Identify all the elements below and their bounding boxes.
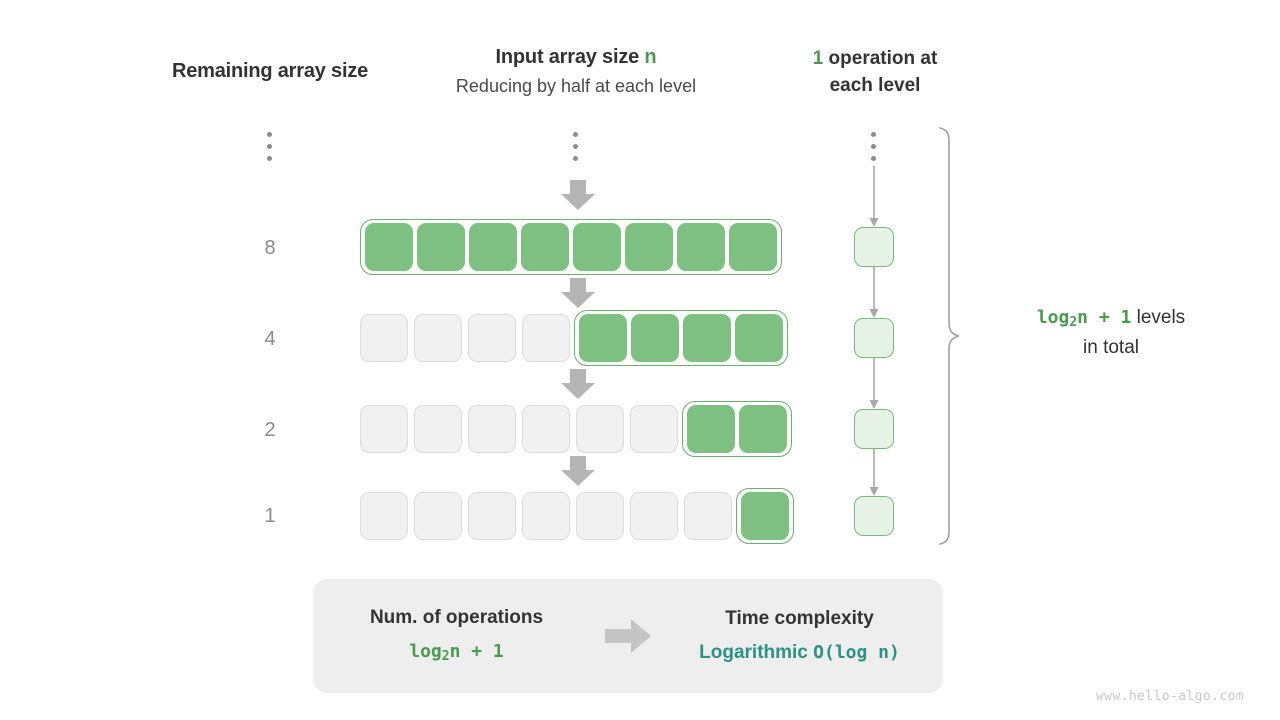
array-cell-filled — [683, 314, 731, 362]
summary-operations-title: Num. of operations — [369, 607, 544, 629]
total-levels-text-line2: in total — [1083, 337, 1139, 359]
total-levels-formula: log2n + 1 — [1036, 307, 1132, 331]
down-arrow-icon-level-0 — [561, 180, 595, 210]
summary-panel: Num. of operations log2n + 1 Time comple… — [313, 579, 943, 693]
array-cell-filled — [677, 223, 725, 271]
array-cell-filled — [631, 314, 679, 362]
array-cell-filled — [625, 223, 673, 271]
operation-box-level-1 — [854, 318, 894, 358]
watermark: www.hello-algo.com — [1095, 689, 1244, 704]
op-connector-arrow-1 — [867, 267, 881, 319]
active-subarray-group-2 — [682, 401, 792, 457]
array-cell-filled — [741, 492, 789, 540]
array-cell-filled — [687, 405, 735, 453]
active-subarray-group-8 — [360, 219, 782, 275]
operations-header-line2: each level — [829, 74, 921, 96]
operations-header-line1: operation at — [823, 48, 938, 69]
op-connector-arrow-3 — [867, 449, 881, 497]
summary-arrow — [600, 619, 656, 653]
complexity-notation: O(log n) — [813, 642, 900, 663]
array-cell-empty — [630, 405, 678, 453]
summary-operations-value: log2n + 1 — [409, 641, 504, 665]
right-arrow-icon — [605, 619, 651, 653]
complexity-word: Logarithmic — [699, 642, 808, 663]
array-cell-filled — [739, 405, 787, 453]
operation-box-level-3 — [854, 496, 894, 536]
row-label-size-4: 4 — [264, 328, 276, 350]
column-header-remaining-size: Remaining array size — [171, 60, 369, 82]
operations-count-accent: 1 — [812, 48, 824, 69]
vertical-ellipsis-icon-middle — [573, 132, 579, 161]
op-connector-arrow-0 — [867, 166, 881, 228]
operation-box-level-0 — [854, 227, 894, 267]
array-cell-empty — [576, 405, 624, 453]
array-cell-empty — [522, 314, 570, 362]
array-cell-empty — [360, 314, 408, 362]
array-cell-empty — [414, 405, 462, 453]
array-cell-filled — [573, 223, 621, 271]
input-array-size-variable: n — [644, 46, 657, 68]
summary-complexity-column: Time complexity Logarithmic O(log n) — [656, 608, 943, 664]
column-header-operations: 1 operation at each level — [762, 46, 988, 100]
row-label-size-1: 1 — [264, 505, 276, 527]
row-label-size-8: 8 — [264, 237, 276, 259]
array-cell-filled — [365, 223, 413, 271]
total-levels-text: levels — [1131, 307, 1186, 328]
active-subarray-group-4 — [574, 310, 788, 366]
column-header-input-array-title: Input array size n — [396, 46, 756, 69]
total-levels-label: log2n + 1 levels in total — [986, 303, 1236, 363]
array-cell-empty — [360, 492, 408, 540]
column-header-input-array: Input array size n Reducing by half at e… — [396, 46, 756, 97]
array-cell-filled — [417, 223, 465, 271]
array-cell-empty — [522, 405, 570, 453]
operation-box-level-2 — [854, 409, 894, 449]
down-arrow-icon-level-3 — [561, 456, 595, 486]
down-arrow-icon-level-2 — [561, 369, 595, 399]
op-connector-arrow-2 — [867, 358, 881, 410]
column-header-input-array-subtitle: Reducing by half at each level — [455, 76, 697, 96]
levels-brace — [936, 126, 962, 546]
row-label-size-2: 2 — [264, 419, 276, 441]
array-row-size-2 — [360, 401, 796, 457]
summary-operations-column: Num. of operations log2n + 1 — [313, 607, 600, 664]
array-cell-filled — [729, 223, 777, 271]
array-row-size-8 — [360, 219, 796, 275]
array-cell-empty — [468, 314, 516, 362]
summary-complexity-value: Logarithmic O(log n) — [656, 642, 943, 664]
array-row-size-1 — [360, 488, 796, 544]
array-cell-empty — [468, 492, 516, 540]
array-cell-filled — [469, 223, 517, 271]
down-arrow-icon-level-1 — [561, 278, 595, 308]
array-cell-empty — [360, 405, 408, 453]
array-cell-filled — [579, 314, 627, 362]
active-subarray-group-1 — [736, 488, 794, 544]
array-cell-empty — [468, 405, 516, 453]
array-cell-empty — [414, 314, 462, 362]
array-cell-empty — [522, 492, 570, 540]
array-cell-empty — [414, 492, 462, 540]
array-row-size-4 — [360, 310, 796, 366]
array-cell-empty — [630, 492, 678, 540]
array-cell-filled — [735, 314, 783, 362]
vertical-ellipsis-icon-left — [267, 132, 273, 161]
array-cell-empty — [684, 492, 732, 540]
vertical-ellipsis-icon-right — [871, 132, 877, 161]
input-array-size-text: Input array size — [495, 46, 645, 68]
array-cell-filled — [521, 223, 569, 271]
array-cell-empty — [576, 492, 624, 540]
summary-complexity-title: Time complexity — [725, 608, 874, 629]
